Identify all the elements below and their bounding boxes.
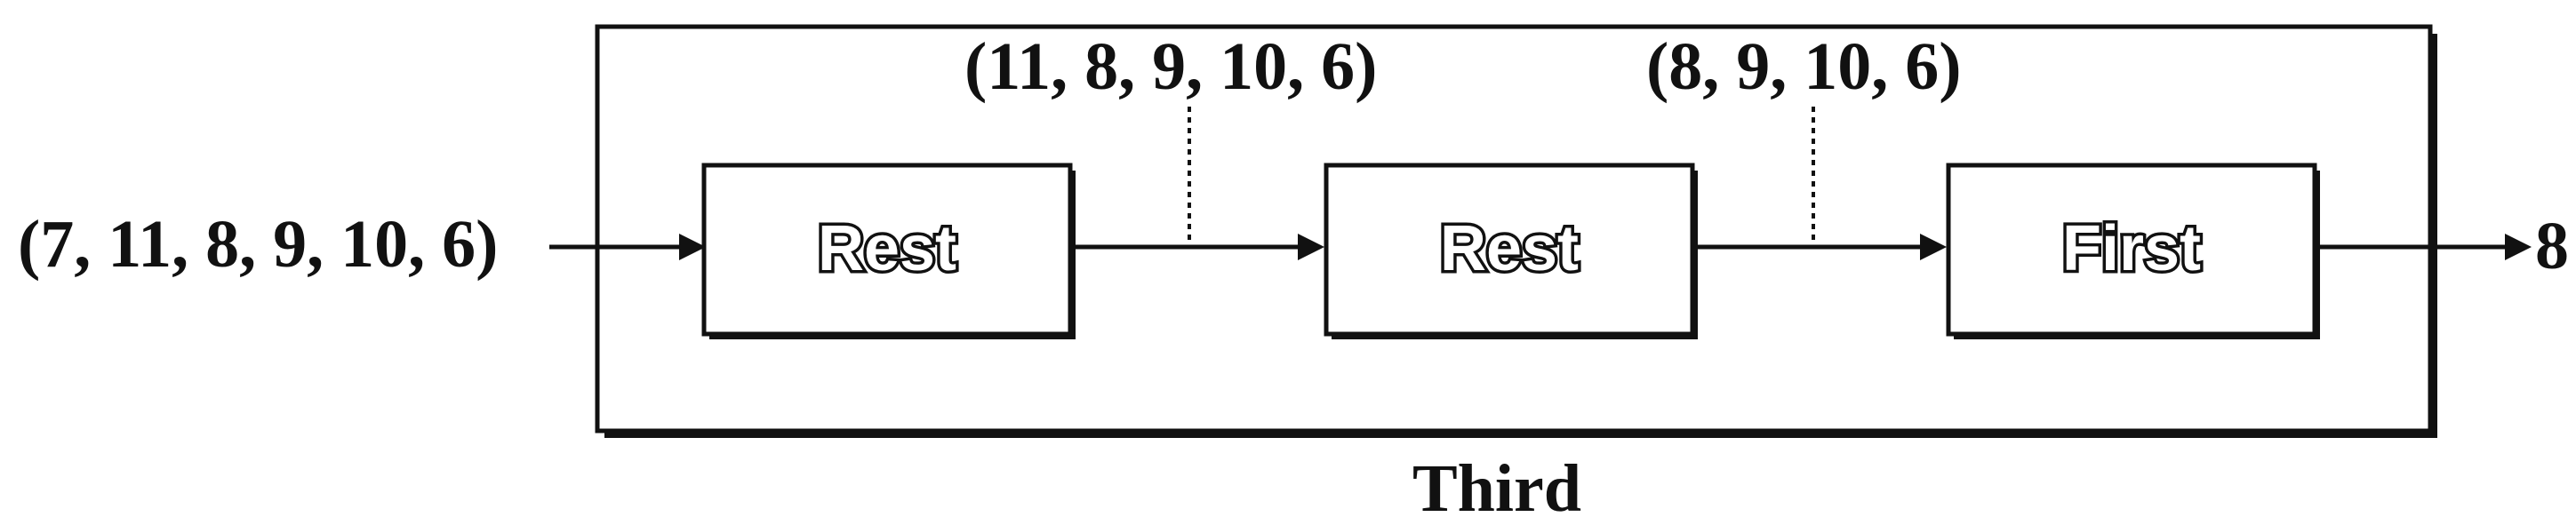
caption-third: Third xyxy=(1412,451,1581,525)
input-list-label: (7, 11, 8, 9, 10, 6) xyxy=(18,207,498,282)
rest-block-1: Rest xyxy=(701,163,1076,339)
intermediate-list-1-label: (11, 8, 9, 10, 6) xyxy=(964,29,1377,104)
intermediate-list-2-label: (8, 9, 10, 6) xyxy=(1646,29,1962,104)
output-arrow xyxy=(2318,234,2532,260)
rest-block-2: Rest xyxy=(1324,163,1698,339)
first-block: First xyxy=(1946,163,2320,339)
output-value-label: 8 xyxy=(2535,209,2569,283)
arrow-rest2-to-first xyxy=(1696,234,1947,260)
input-arrow xyxy=(549,234,706,260)
rest-block-1-label: Rest xyxy=(818,213,956,284)
arrow-rest1-to-rest2 xyxy=(1074,234,1324,260)
rest-block-2-label: Rest xyxy=(1440,213,1579,284)
first-block-label: First xyxy=(2062,213,2201,284)
